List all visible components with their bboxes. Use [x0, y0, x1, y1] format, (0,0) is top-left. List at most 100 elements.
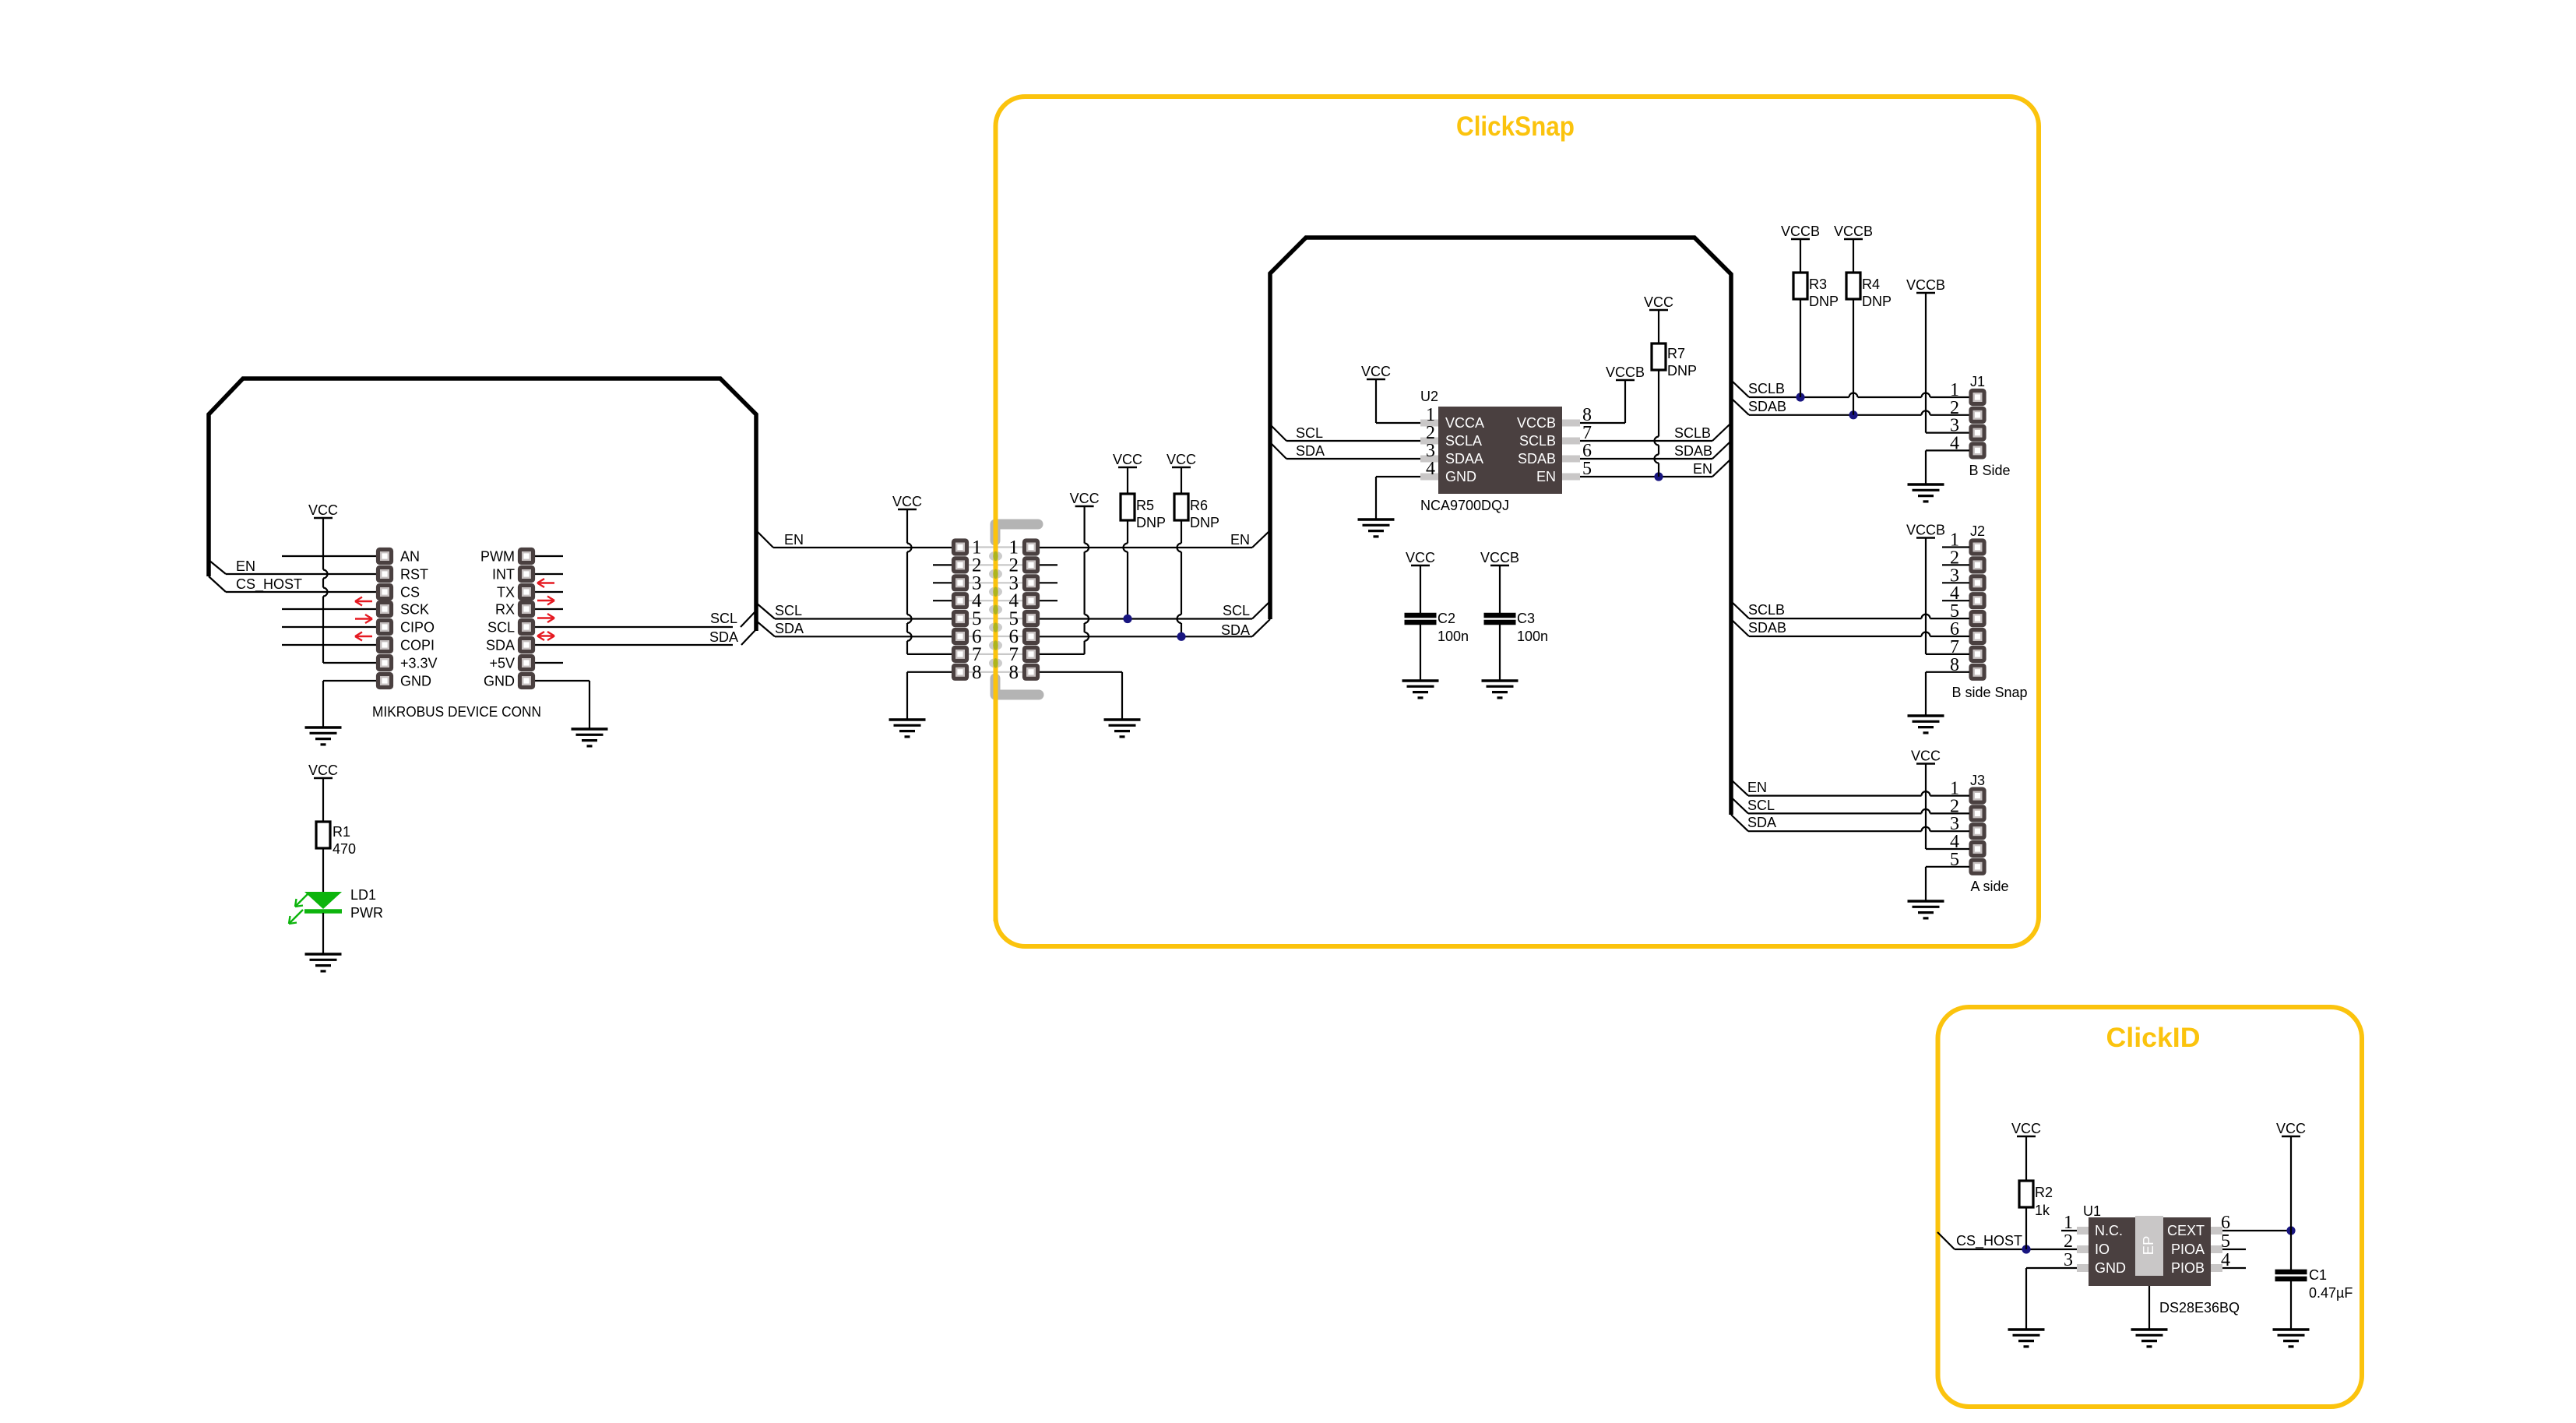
svg-text:PIOA: PIOA: [2171, 1242, 2205, 1257]
svg-text:SCL: SCL: [1223, 603, 1250, 618]
svg-text:GND: GND: [1445, 469, 1476, 484]
svg-text:+3.3V: +3.3V: [400, 656, 438, 671]
svg-text:SCLB: SCLB: [1519, 433, 1556, 449]
svg-text:VCCB: VCCB: [1480, 550, 1519, 565]
svg-text:VCC: VCC: [1406, 550, 1435, 565]
svg-text:5: 5: [1009, 608, 1019, 629]
svg-text:VCC: VCC: [308, 763, 338, 778]
svg-text:VCC: VCC: [1644, 294, 1673, 310]
svg-text:R6: R6: [1190, 498, 1208, 513]
svg-text:SCLB: SCLB: [1748, 381, 1785, 396]
svg-text:VCC: VCC: [1361, 364, 1391, 379]
svg-text:R1: R1: [333, 824, 350, 840]
svg-text:SDA: SDA: [486, 638, 515, 653]
svg-text:SDAB: SDAB: [1748, 620, 1786, 636]
svg-text:CEXT: CEXT: [2167, 1223, 2205, 1238]
svg-text:GND: GND: [484, 674, 515, 689]
svg-text:SDA: SDA: [1221, 622, 1250, 638]
svg-text:1: 1: [1950, 380, 1959, 400]
svg-text:ClickID: ClickID: [2106, 1023, 2201, 1053]
svg-text:2: 2: [1009, 555, 1019, 576]
svg-text:5: 5: [1950, 850, 1959, 870]
svg-text:PWM: PWM: [480, 549, 515, 565]
svg-text:EN: EN: [784, 532, 804, 548]
svg-text:6: 6: [1009, 626, 1019, 647]
svg-text:470: 470: [333, 841, 356, 857]
svg-text:1: 1: [1426, 405, 1435, 425]
svg-text:VCCB: VCCB: [1781, 224, 1820, 239]
svg-text:3: 3: [1950, 416, 1959, 436]
svg-text:VCCB: VCCB: [1517, 415, 1556, 431]
svg-text:3: 3: [1009, 572, 1019, 594]
svg-text:1: 1: [1009, 537, 1019, 558]
svg-text:2: 2: [1950, 398, 1959, 418]
svg-text:MIKROBUS DEVICE CONN: MIKROBUS DEVICE CONN: [372, 704, 541, 720]
svg-text:SDA: SDA: [1747, 815, 1776, 830]
svg-text:8: 8: [1582, 405, 1592, 425]
svg-text:EN: EN: [1536, 469, 1556, 484]
svg-text:DNP: DNP: [1862, 294, 1892, 309]
svg-text:INT: INT: [492, 567, 515, 583]
svg-text:4: 4: [1950, 583, 1959, 604]
svg-text:8: 8: [972, 662, 982, 683]
svg-text:R5: R5: [1136, 498, 1154, 513]
svg-text:SCL: SCL: [1296, 425, 1323, 441]
svg-text:U1: U1: [2083, 1203, 2101, 1219]
svg-text:VCC: VCC: [1113, 452, 1142, 467]
svg-text:8: 8: [1009, 662, 1019, 683]
svg-text:C2: C2: [1438, 611, 1455, 626]
svg-text:2: 2: [1950, 548, 1959, 568]
svg-text:J3: J3: [1970, 773, 1985, 788]
svg-text:DS28E36BQ: DS28E36BQ: [2159, 1300, 2240, 1316]
svg-text:EP: EP: [2140, 1236, 2156, 1256]
svg-text:SCLB: SCLB: [1748, 602, 1785, 618]
svg-text:PIOB: PIOB: [2171, 1260, 2205, 1276]
svg-text:3: 3: [1426, 441, 1435, 461]
svg-text:4: 4: [1950, 832, 1959, 852]
svg-text:7: 7: [972, 644, 982, 665]
svg-text:7: 7: [1009, 644, 1019, 665]
svg-text:TX: TX: [497, 585, 515, 601]
svg-text:R3: R3: [1809, 276, 1827, 292]
svg-text:R2: R2: [2035, 1185, 2053, 1200]
svg-text:VCCB: VCCB: [1834, 224, 1873, 239]
svg-text:SCL: SCL: [1747, 798, 1775, 813]
svg-text:ClickSnap: ClickSnap: [1456, 111, 1575, 142]
svg-text:DNP: DNP: [1809, 294, 1839, 309]
svg-text:SCL: SCL: [775, 603, 802, 618]
svg-text:4: 4: [972, 590, 982, 611]
svg-text:SDAB: SDAB: [1748, 399, 1786, 414]
svg-text:VCCB: VCCB: [1906, 523, 1945, 538]
svg-text:NCA9700DQJ: NCA9700DQJ: [1420, 498, 1509, 513]
svg-text:0.47µF: 0.47µF: [2309, 1285, 2353, 1301]
svg-text:3: 3: [1950, 565, 1959, 586]
svg-text:6: 6: [1582, 441, 1592, 461]
svg-text:LD1: LD1: [350, 887, 376, 903]
svg-text:CS_HOST: CS_HOST: [236, 576, 302, 593]
svg-text:VCC: VCC: [1167, 452, 1196, 467]
svg-text:DNP: DNP: [1667, 363, 1697, 379]
svg-text:GND: GND: [2095, 1260, 2126, 1276]
svg-text:VCCA: VCCA: [1445, 415, 1484, 431]
svg-text:+5V: +5V: [489, 656, 515, 671]
svg-text:SDAB: SDAB: [1674, 443, 1712, 459]
svg-text:3: 3: [2064, 1250, 2073, 1270]
svg-text:C3: C3: [1517, 611, 1535, 626]
svg-text:3: 3: [972, 572, 982, 594]
svg-text:COPI: COPI: [400, 638, 435, 653]
svg-text:100n: 100n: [1517, 629, 1548, 644]
svg-text:5: 5: [972, 608, 982, 629]
svg-text:EN: EN: [236, 558, 255, 574]
svg-text:J2: J2: [1970, 523, 1985, 539]
svg-text:PWR: PWR: [350, 905, 383, 921]
svg-text:RX: RX: [495, 602, 515, 618]
svg-text:EN: EN: [1230, 532, 1250, 548]
svg-text:2: 2: [1426, 423, 1435, 443]
svg-text:R7: R7: [1667, 346, 1685, 361]
svg-text:1: 1: [1950, 530, 1959, 551]
svg-text:VCCB: VCCB: [1906, 277, 1945, 293]
svg-text:GND: GND: [400, 674, 431, 689]
svg-text:EN: EN: [1747, 780, 1767, 795]
svg-text:2: 2: [972, 555, 982, 576]
svg-text:CS_HOST: CS_HOST: [1956, 1233, 2022, 1249]
